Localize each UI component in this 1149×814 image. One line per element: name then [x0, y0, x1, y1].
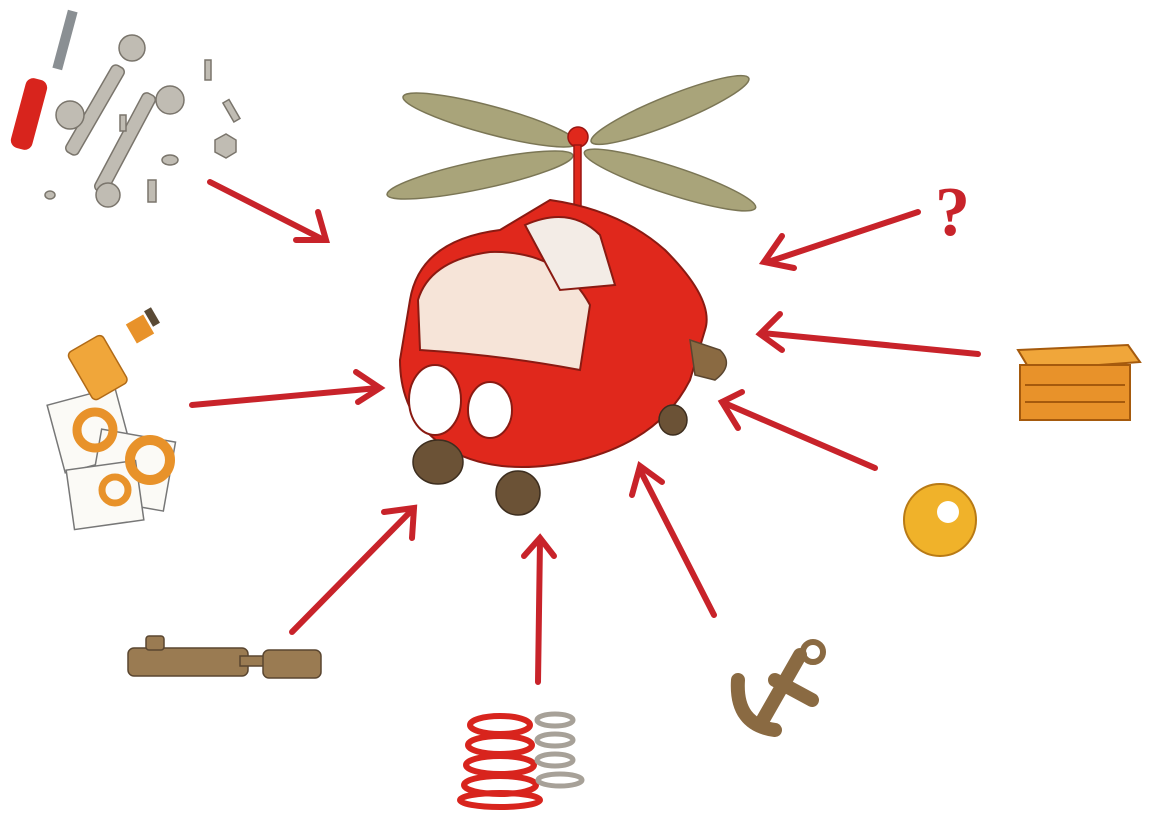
screwdriver-icon: [9, 10, 78, 152]
arrow-from-donut: [722, 392, 875, 468]
question-mark-icon: ?: [935, 174, 970, 251]
arrow-from-crate: [760, 314, 978, 354]
tail-rotor: [690, 340, 726, 380]
donut-ring-icon: [904, 484, 976, 556]
glue-and-tape-cluster: [47, 307, 175, 529]
glue-tube-icon: [67, 307, 160, 401]
pump-pipe-icon: [128, 636, 321, 678]
side-window: [409, 365, 461, 435]
arrow-from-question: [764, 212, 918, 268]
tools-cluster: [9, 10, 240, 207]
arrow-from-pump: [292, 508, 414, 632]
anchor-icon: [738, 642, 823, 730]
toy-helicopter: [384, 65, 760, 515]
arrow-from-springs: [524, 538, 554, 682]
arrow-from-tools: [210, 182, 326, 240]
springs-icon: [460, 714, 582, 807]
tape-rolls-icon: [47, 387, 175, 529]
arrow-from-anchor: [632, 466, 714, 615]
wooden-crate-icon: [1018, 345, 1140, 420]
arrow-from-glue: [192, 372, 380, 405]
